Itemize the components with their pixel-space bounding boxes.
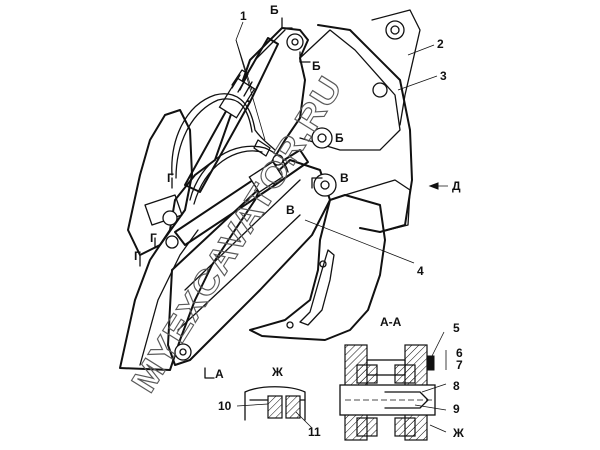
callout-9: 9 xyxy=(453,402,460,416)
callout-4: 4 xyxy=(417,264,424,278)
section-aa-detail xyxy=(339,344,436,441)
section-zh-detail xyxy=(244,386,306,421)
mark-b-mid: Б xyxy=(335,131,344,145)
mark-v-1: В xyxy=(340,171,349,185)
ripper-shank xyxy=(249,179,411,341)
mark-g-1: Г xyxy=(167,171,174,185)
mark-g-2: Г xyxy=(150,231,157,245)
ripper-beam xyxy=(167,159,331,366)
mark-v-2: В xyxy=(286,203,295,217)
mark-a-bottom: А xyxy=(215,367,224,381)
mark-b-top2: Б xyxy=(312,59,321,73)
hydraulic-hoses xyxy=(171,69,289,205)
watermark: MYEXCAVATOR.RU xyxy=(124,69,351,400)
callout-3: 3 xyxy=(440,69,447,83)
section-arrows xyxy=(139,17,323,379)
callout-11: 11 xyxy=(308,425,321,439)
callout-labels: 1 2 3 4 5 6 7 8 9 10 11 xyxy=(218,9,463,439)
section-letters: Б Б Б В В Г Г Г А Д Ж xyxy=(134,3,464,440)
mark-zh-bottom: Ж xyxy=(452,426,464,440)
callout-2: 2 xyxy=(437,37,444,51)
leader-lines xyxy=(235,21,448,433)
callout-8: 8 xyxy=(453,379,460,393)
section-titles: А-А Ж xyxy=(271,315,402,379)
mark-g-3: Г xyxy=(134,249,141,263)
callout-1: 1 xyxy=(240,9,247,23)
section-title-zh: Ж xyxy=(271,365,283,379)
hydraulic-cylinder-upper xyxy=(184,37,279,193)
mark-b-top: Б xyxy=(270,3,279,17)
pin-joints xyxy=(174,20,405,361)
mark-d-view: Д xyxy=(452,179,461,193)
callout-6: 6 xyxy=(456,346,463,360)
section-title-aa: А-А xyxy=(380,315,402,329)
mounting-bracket xyxy=(127,109,193,256)
callout-7: 7 xyxy=(456,358,463,372)
watermark-text: MYEXCAVATOR.RU xyxy=(125,70,351,400)
callout-5: 5 xyxy=(453,321,460,335)
callout-10: 10 xyxy=(218,399,232,413)
